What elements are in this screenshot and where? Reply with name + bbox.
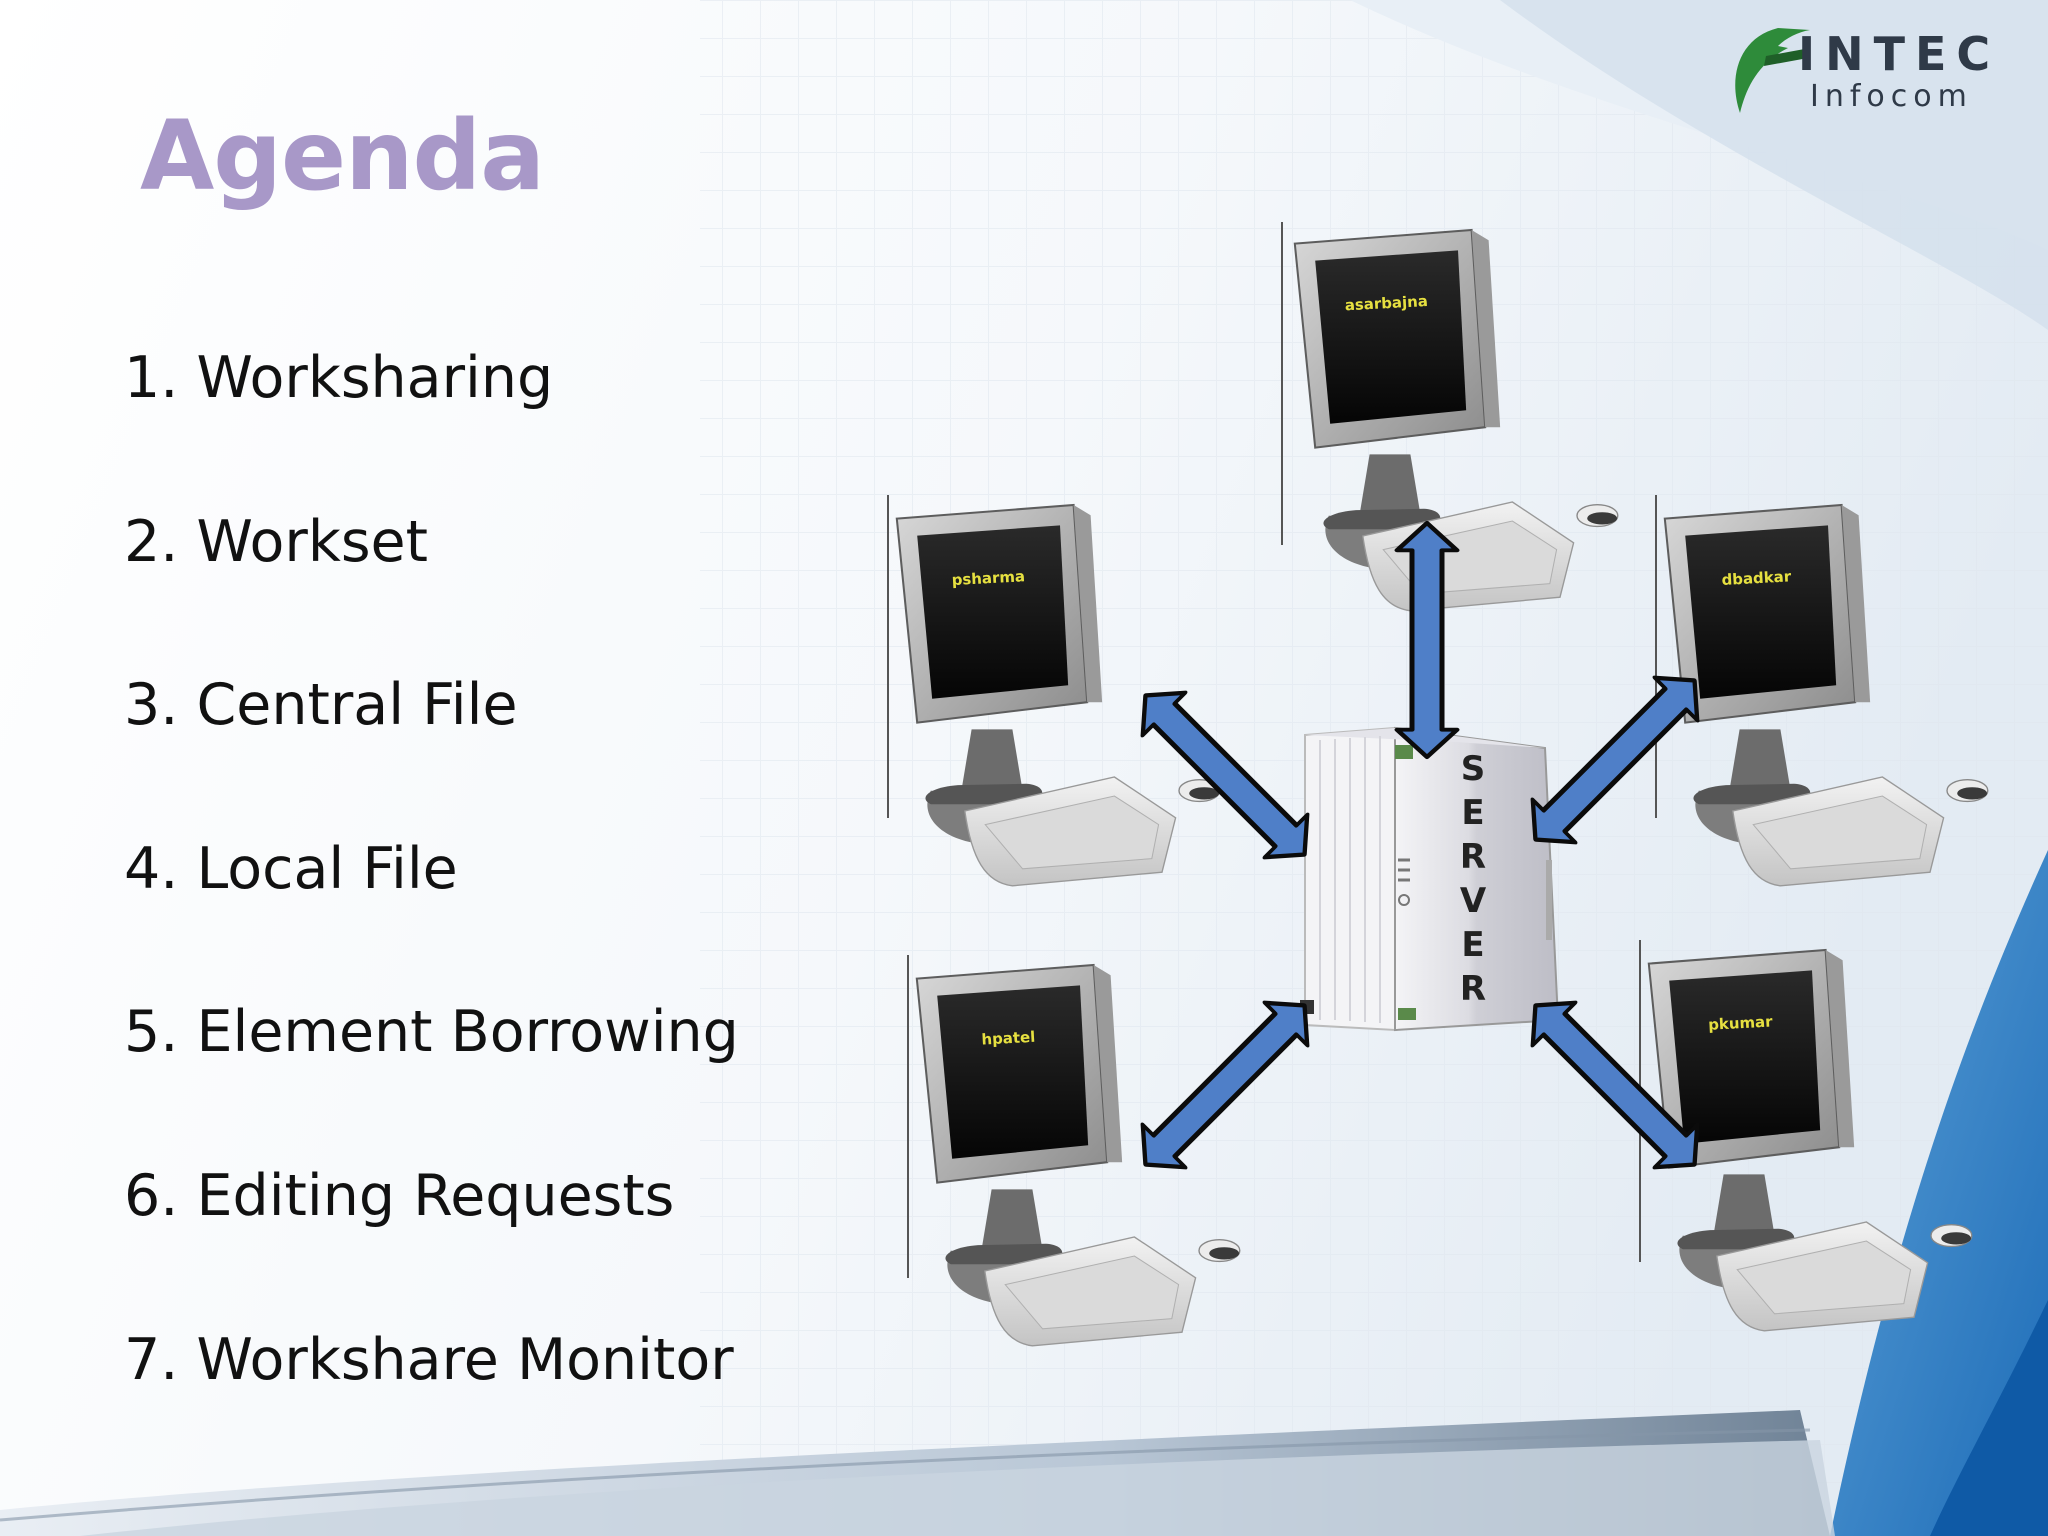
server-label-letter: V (1460, 881, 1487, 921)
server-label-letter: E (1461, 925, 1484, 965)
agenda-item: 7. Workshare Monitor (124, 1326, 734, 1393)
connection-arrow-lower-left (1124, 984, 1326, 1186)
agenda-list: 1. Worksharing 2. Workset 3. Central Fil… (124, 338, 739, 1483)
server-label-letter: R (1460, 837, 1486, 877)
workstation-label-pkumar: pkumar (1708, 1013, 1774, 1034)
workstation-pkumar: pkumar (1647, 948, 1973, 1332)
logo-line1: INTEC (1798, 27, 2000, 81)
workstation-label-psharma: psharma (951, 567, 1025, 589)
server-tower (1300, 726, 1560, 1032)
server-label: S E R V E R (1460, 749, 1487, 1009)
workstation-psharma: psharma (895, 503, 1221, 887)
workstation-label-hpatel: hpatel (981, 1028, 1036, 1049)
workstation-label-asarbajna: asarbajna (1344, 292, 1428, 314)
workstation-asarbajna: asarbajna (1293, 228, 1619, 612)
workstation-hpatel: hpatel (915, 963, 1241, 1347)
agenda-item: 3. Central File (124, 672, 518, 739)
agenda-item: 4. Local File (124, 835, 458, 902)
agenda-item: 5. Element Borrowing (124, 999, 739, 1066)
page-title: Agenda (140, 100, 545, 212)
logo-line2: Infocom (1810, 79, 1973, 114)
workstation-dbadkar: dbadkar (1663, 503, 1989, 887)
agenda-item: 2. Workset (124, 508, 428, 575)
server-label-letter: E (1461, 793, 1484, 833)
intec-infocom-logo: INTEC Infocom (1735, 27, 2000, 114)
workstation-label-dbadkar: dbadkar (1721, 567, 1792, 589)
logo-swoosh-icon (1735, 28, 1810, 113)
server-label-letter: R (1460, 969, 1486, 1009)
agenda-item: 1. Worksharing (124, 345, 554, 411)
server-label-letter: S (1461, 749, 1486, 789)
agenda-item: 6. Editing Requests (124, 1162, 675, 1229)
